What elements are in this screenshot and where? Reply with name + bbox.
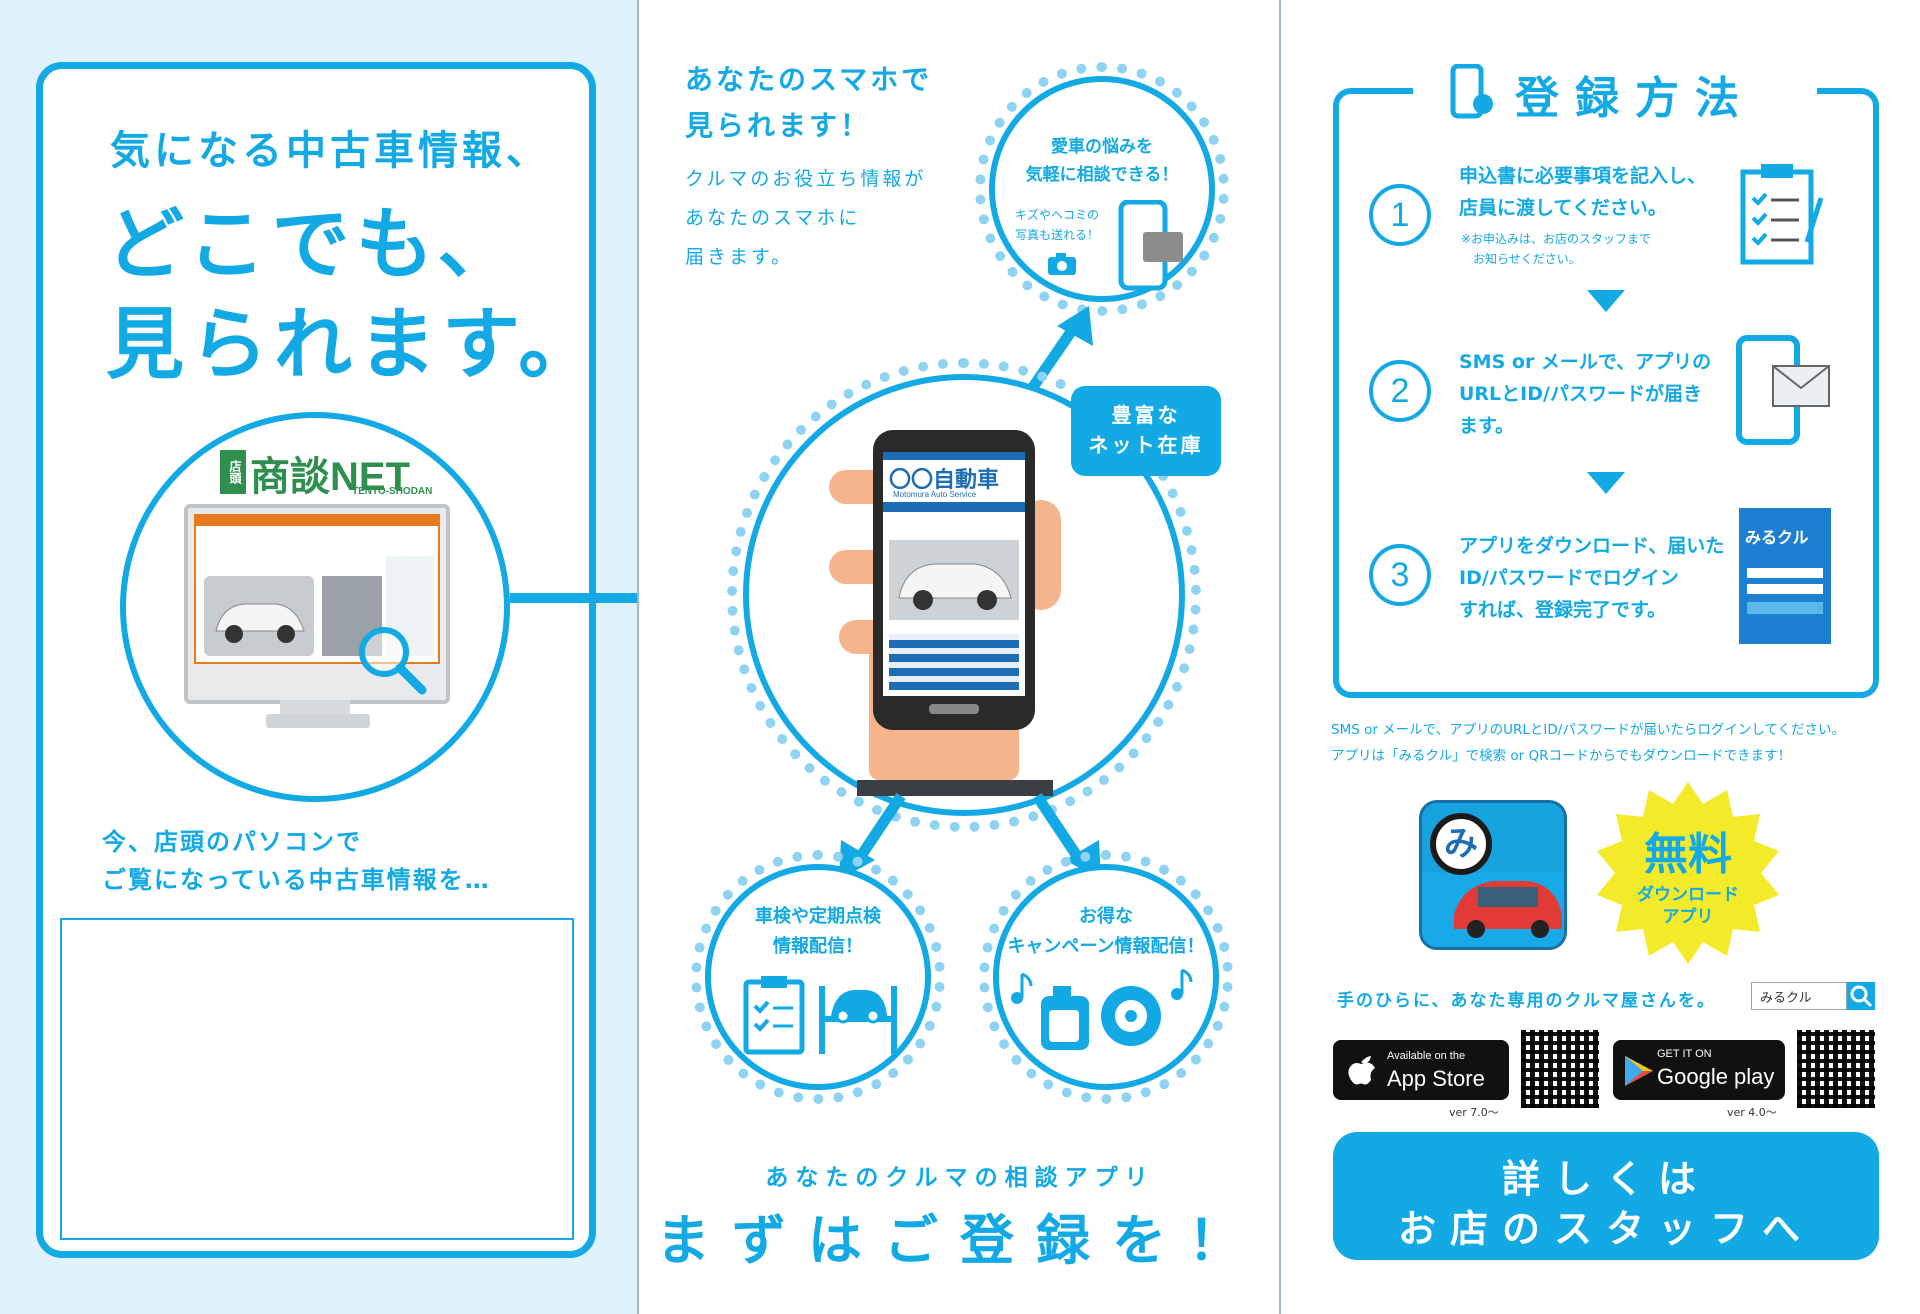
smartphone-screen: 〇〇自動車 Motomura Auto Service — [883, 452, 1025, 696]
smartphone-chat-icon — [1117, 199, 1187, 298]
bubble-left-line1: 車検や定期点検 — [755, 906, 881, 927]
monitor — [184, 504, 450, 722]
phone-shop-name: 〇〇自動車 — [889, 468, 1000, 493]
app-icon[interactable]: み — [1419, 800, 1567, 950]
bubble-top-small-line2: 写真も送れる！ — [1015, 228, 1100, 242]
headline-line1: 気になる中古車情報、 — [110, 128, 550, 174]
step-1-note2: お知らせください。 — [1473, 252, 1581, 266]
bubble-right-line1: お得な — [1079, 906, 1133, 927]
googleplay-version: ver 4.0〜 — [1727, 1106, 1777, 1119]
step-2-number: 2 — [1369, 360, 1431, 422]
cta-line1: 詳しくは — [1501, 1157, 1710, 1201]
left-panel: 気になる中古車情報、 どこでも、 見られます。 店頭 商談NET TENTO-S… — [0, 0, 782, 1314]
intro-body-line3: 届きます。 — [685, 246, 794, 268]
googleplay-button[interactable]: GET IT ON Google play — [1613, 1040, 1785, 1100]
appstore-version: ver 7.0〜 — [1449, 1106, 1499, 1119]
smartphone-tap-icon — [1449, 63, 1499, 126]
oil-can-icon — [1037, 982, 1093, 1056]
googleplay-small: GET IT ON — [1657, 1048, 1712, 1060]
tento-shodan-logo: 店頭 商談NET TENTO-SHODAN — [220, 444, 440, 500]
music-note-icon-2 — [1169, 966, 1195, 1006]
car-lift-icon — [815, 976, 901, 1060]
step-1-line1: 申込書に必要事項を記入し、 — [1459, 165, 1707, 187]
appstore-qr-code — [1521, 1030, 1599, 1108]
logo-main: 商談NET — [250, 455, 410, 499]
footer-sub: あなたのクルマの相談アプリ — [765, 1165, 1155, 1191]
bubble-right-line2: キャンペーン情報配信！ — [1007, 936, 1205, 957]
monitor-screen — [194, 514, 440, 664]
cta-line2: お店のスタッフへ — [1397, 1207, 1814, 1251]
red-car-icon — [1448, 859, 1564, 943]
intro-title-line2: 見られます！ — [685, 109, 872, 142]
car-photo — [204, 576, 314, 656]
stock-badge: 豊富な ネット在庫 — [1071, 386, 1221, 476]
free-badge: 無料 ダウンロード アプリ — [1593, 778, 1783, 972]
search-icon — [1850, 985, 1873, 1008]
google-play-icon — [1625, 1056, 1653, 1086]
intro-body-line2: あなたのスマホに — [685, 207, 861, 229]
middle-panel: あなたのスマホで 見られます！ クルマのお役立ち情報が あなたのスマホに 届きま… — [637, 0, 1281, 1314]
step-1-note1: ※お申込みは、お店のスタッフまで — [1461, 232, 1652, 246]
bubble-top-line2: 気軽に相談できる！ — [1025, 165, 1179, 185]
stock-badge-line1: 豊富な — [1111, 403, 1181, 427]
step-arrow-icon-2 — [1587, 472, 1625, 494]
step-2-line2: URLとID/パスワードが届き — [1459, 383, 1702, 405]
phone-car-photo — [889, 540, 1019, 620]
app-screen-name: みるクル — [1745, 528, 1809, 547]
googleplay-big: Google play — [1657, 1064, 1775, 1089]
bubble-consult — [989, 76, 1215, 302]
right-panel: 登録方法 1 申込書に必要事項を記入し、 店員に渡してください。 ※お申込みは、… — [1279, 0, 1920, 1314]
logo-small: 店頭 — [220, 450, 246, 494]
step-3-line1: アプリをダウンロード、届いた — [1459, 535, 1725, 557]
bubble-top-small-line1: キズやヘコミの — [1015, 208, 1100, 222]
bubble-left-line2: 情報配信！ — [773, 936, 863, 957]
music-note-icon — [1009, 970, 1035, 1010]
apple-icon — [1348, 1056, 1375, 1085]
checklist-icon — [743, 976, 807, 1060]
intro-body-line1: クルマのお役立ち情報が — [685, 168, 927, 190]
appstore-small: Available on the — [1387, 1050, 1466, 1062]
application-form-icon — [1737, 162, 1827, 270]
free-badge-line2: ダウンロード — [1637, 885, 1739, 905]
phone-shop-sub: Motomura Auto Service — [893, 490, 977, 499]
camera-icon — [1047, 252, 1077, 280]
arrow-to-phone — [510, 593, 740, 603]
step-3-number: 3 — [1369, 544, 1431, 606]
cta-banner: 詳しくは お店のスタッフへ — [1333, 1132, 1879, 1260]
step-2-line3: ます。 — [1459, 415, 1515, 437]
tagline: 手のひらに、あなた専用のクルマ屋さんを。 — [1337, 991, 1716, 1011]
step-2-line1: SMS or メールで、アプリの — [1459, 351, 1712, 373]
registration-title: 登録方法 — [1515, 73, 1755, 124]
search-button[interactable] — [1847, 982, 1875, 1010]
appstore-big: App Store — [1387, 1066, 1485, 1091]
free-badge-line1: 無料 — [1644, 829, 1732, 880]
appstore-button[interactable]: Available on the App Store — [1333, 1040, 1509, 1100]
app-login-screen: みるクル — [1739, 508, 1831, 644]
notice-line2: アプリは「みるクル」で検索 or QRコードからでもダウンロードできます！ — [1331, 748, 1792, 764]
headline-line2: どこでも、 — [106, 200, 522, 290]
app-icon-letter: み — [1430, 813, 1492, 875]
step-3-line2: ID/パスワードでログイン — [1459, 567, 1679, 589]
notice-line1: SMS or メールで、アプリのURLとID/パスワードが届いたらログインしてく… — [1331, 722, 1846, 738]
headline-line3: 見られます。 — [106, 300, 603, 390]
step-3-line3: すれば、登録完了です。 — [1459, 599, 1667, 621]
googleplay-qr-code — [1797, 1030, 1875, 1108]
footer-main: まずはご登録を！ — [656, 1209, 1264, 1272]
stock-badge-line2: ネット在庫 — [1088, 433, 1204, 457]
step-1-number: 1 — [1369, 184, 1431, 246]
body-line1: 今、店頭のパソコンで — [102, 828, 362, 856]
bubble-top-line1: 愛車の悩みを — [1051, 137, 1153, 157]
magnifier-icon — [352, 620, 432, 704]
blank-box — [60, 918, 574, 1240]
step-1-line2: 店員に渡してください。 — [1459, 197, 1667, 219]
intro-title-line1: あなたのスマホで — [685, 63, 933, 96]
phone-mail-icon — [1733, 334, 1833, 450]
smartphone: 〇〇自動車 Motomura Auto Service — [873, 430, 1035, 730]
body-line2: ご覧になっている中古車情報を… — [102, 866, 491, 894]
tire-icon — [1099, 984, 1163, 1052]
search-input[interactable]: みるクル — [1751, 982, 1847, 1010]
free-badge-line3: アプリ — [1662, 907, 1714, 927]
logo-sub: TENTO-SHODAN — [352, 486, 433, 497]
step-arrow-icon-1 — [1587, 290, 1625, 312]
